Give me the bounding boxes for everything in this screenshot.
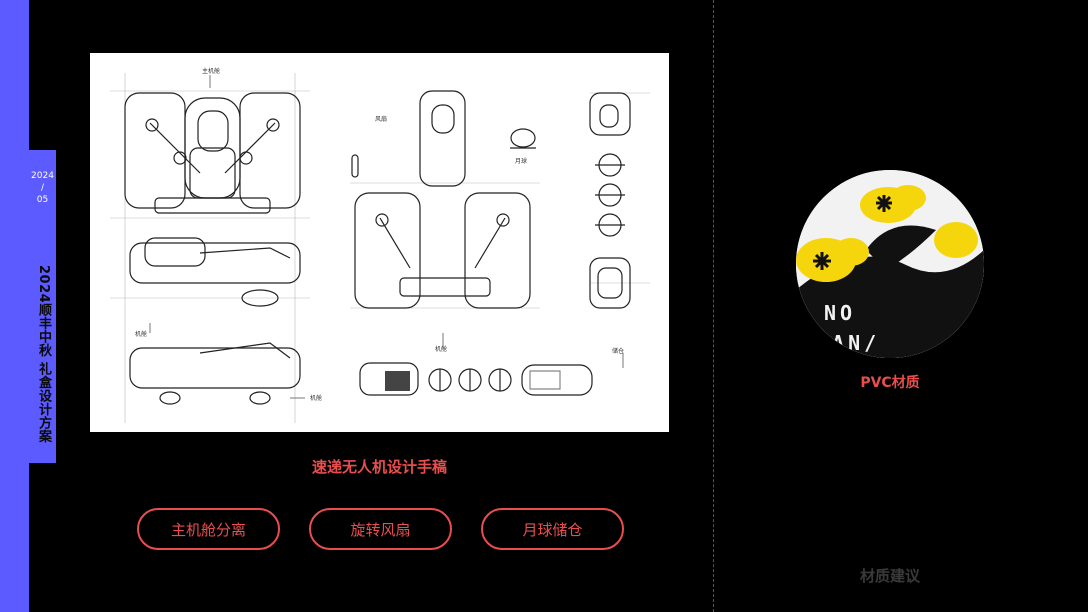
logo-text-no: NO xyxy=(824,301,856,325)
annotation-cabin-bottom: 机舱 xyxy=(310,394,322,402)
sketch-front-view xyxy=(124,92,301,214)
logo-text-lan: LAN/ xyxy=(816,331,880,355)
asterisk-icon xyxy=(813,195,892,270)
annotation-cabin-center: 机舱 xyxy=(435,345,447,353)
deck-title: 2024顺丰中秋 礼盒设计方案 xyxy=(36,265,51,444)
feature-main-cabin-button[interactable]: 主机舱分离 xyxy=(137,508,280,550)
date-label: 2024 / 05 xyxy=(31,171,54,205)
feature-moon-storage-button[interactable]: 月球储仓 xyxy=(481,508,624,550)
section-divider xyxy=(713,0,714,612)
sketch-side-view xyxy=(129,237,301,405)
material-label: PVC材质 xyxy=(860,375,920,391)
sketch-exploded-view xyxy=(351,90,536,309)
drone-sketch-image: 主机舱 风扇 月球 机舱 机舱 储仓 机舱 xyxy=(90,53,669,432)
annotation-fan: 风扇 xyxy=(375,115,387,123)
sketch-caption: 速递无人机设计手稿 xyxy=(311,458,447,476)
material-section-title: 材质建议 xyxy=(859,567,920,585)
feature-rotating-fan-button[interactable]: 旋转风扇 xyxy=(309,508,452,550)
side-tab xyxy=(29,150,56,463)
pvc-material-image: NO LAN/ xyxy=(796,170,984,358)
sketch-stack-view xyxy=(589,92,631,309)
sketch-detail-row xyxy=(359,362,593,396)
annotation-cabin-side: 机舱 xyxy=(135,330,147,338)
annotation-moon: 月球 xyxy=(515,157,527,165)
annotation-main-cabin: 主机舱 xyxy=(202,67,220,75)
left-accent-rail xyxy=(0,0,29,612)
annotation-storage: 储仓 xyxy=(612,347,624,355)
